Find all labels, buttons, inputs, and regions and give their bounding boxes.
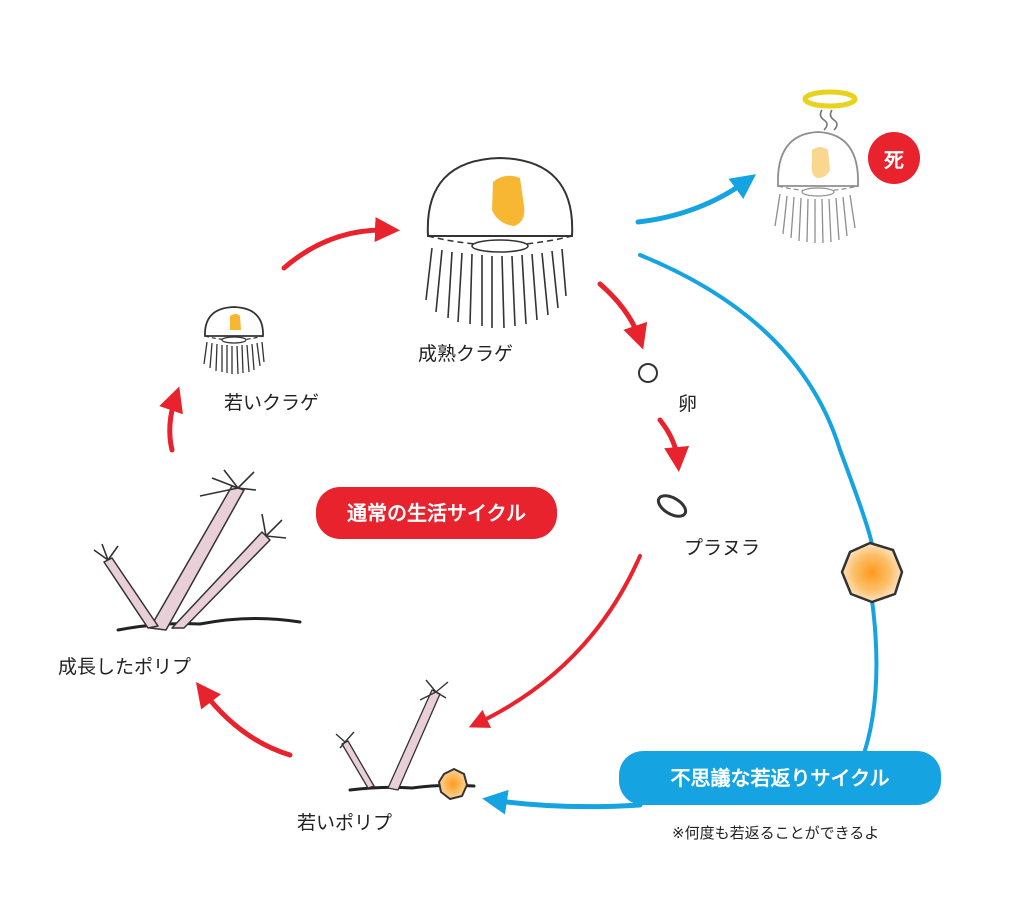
mature-jellyfish-icon — [425, 156, 574, 329]
arrow-mature-to-egg — [597, 281, 648, 350]
normal-cycle-label: 通常の生活サイクル — [316, 487, 557, 539]
arrow-planula-to-young-polyp — [468, 554, 642, 728]
arrow-grown-polyp-to-young-jelly — [159, 386, 183, 453]
young-polyp-icon — [335, 679, 476, 800]
death-badge: 死 — [868, 132, 920, 184]
stage-label-young-jellyfish: 若いクラゲ — [224, 392, 320, 414]
planula-icon — [656, 494, 688, 518]
dead-jellyfish-icon — [774, 131, 859, 244]
rejuvenation-cycle-label: 不思議な若返りサイクル — [619, 751, 941, 805]
rejuvenation-path-down — [638, 253, 874, 547]
young-jellyfish-icon — [203, 306, 265, 375]
arrow-rejuvenation-to-young-polyp — [482, 789, 643, 815]
stage-label-planula: プラヌラ — [684, 537, 761, 559]
egg-icon — [638, 363, 658, 383]
arrow-egg-to-planula — [657, 417, 690, 472]
stage-label-mature-jellyfish: 成熟クラゲ — [418, 343, 514, 365]
stage-label-young-polyp: 若いポリプ — [297, 812, 393, 834]
halo-icon — [802, 89, 858, 109]
arrow-mature-to-death — [635, 174, 757, 225]
stage-label-grown-polyp: 成長したポリプ — [58, 656, 192, 678]
arrow-young-polyp-to-grown-polyp — [195, 682, 293, 758]
small-cyst-icon — [438, 768, 468, 800]
grown-polyp-icon — [93, 469, 302, 632]
cyst-icon — [840, 541, 904, 604]
arrow-young-to-mature — [281, 217, 400, 271]
rejuvenation-note: ※何度も若返ることができるよ — [672, 824, 880, 842]
rejuvenation-path-return — [858, 598, 879, 767]
soul-wisp-icon — [819, 109, 838, 131]
stage-label-egg: 卵 — [678, 393, 698, 415]
